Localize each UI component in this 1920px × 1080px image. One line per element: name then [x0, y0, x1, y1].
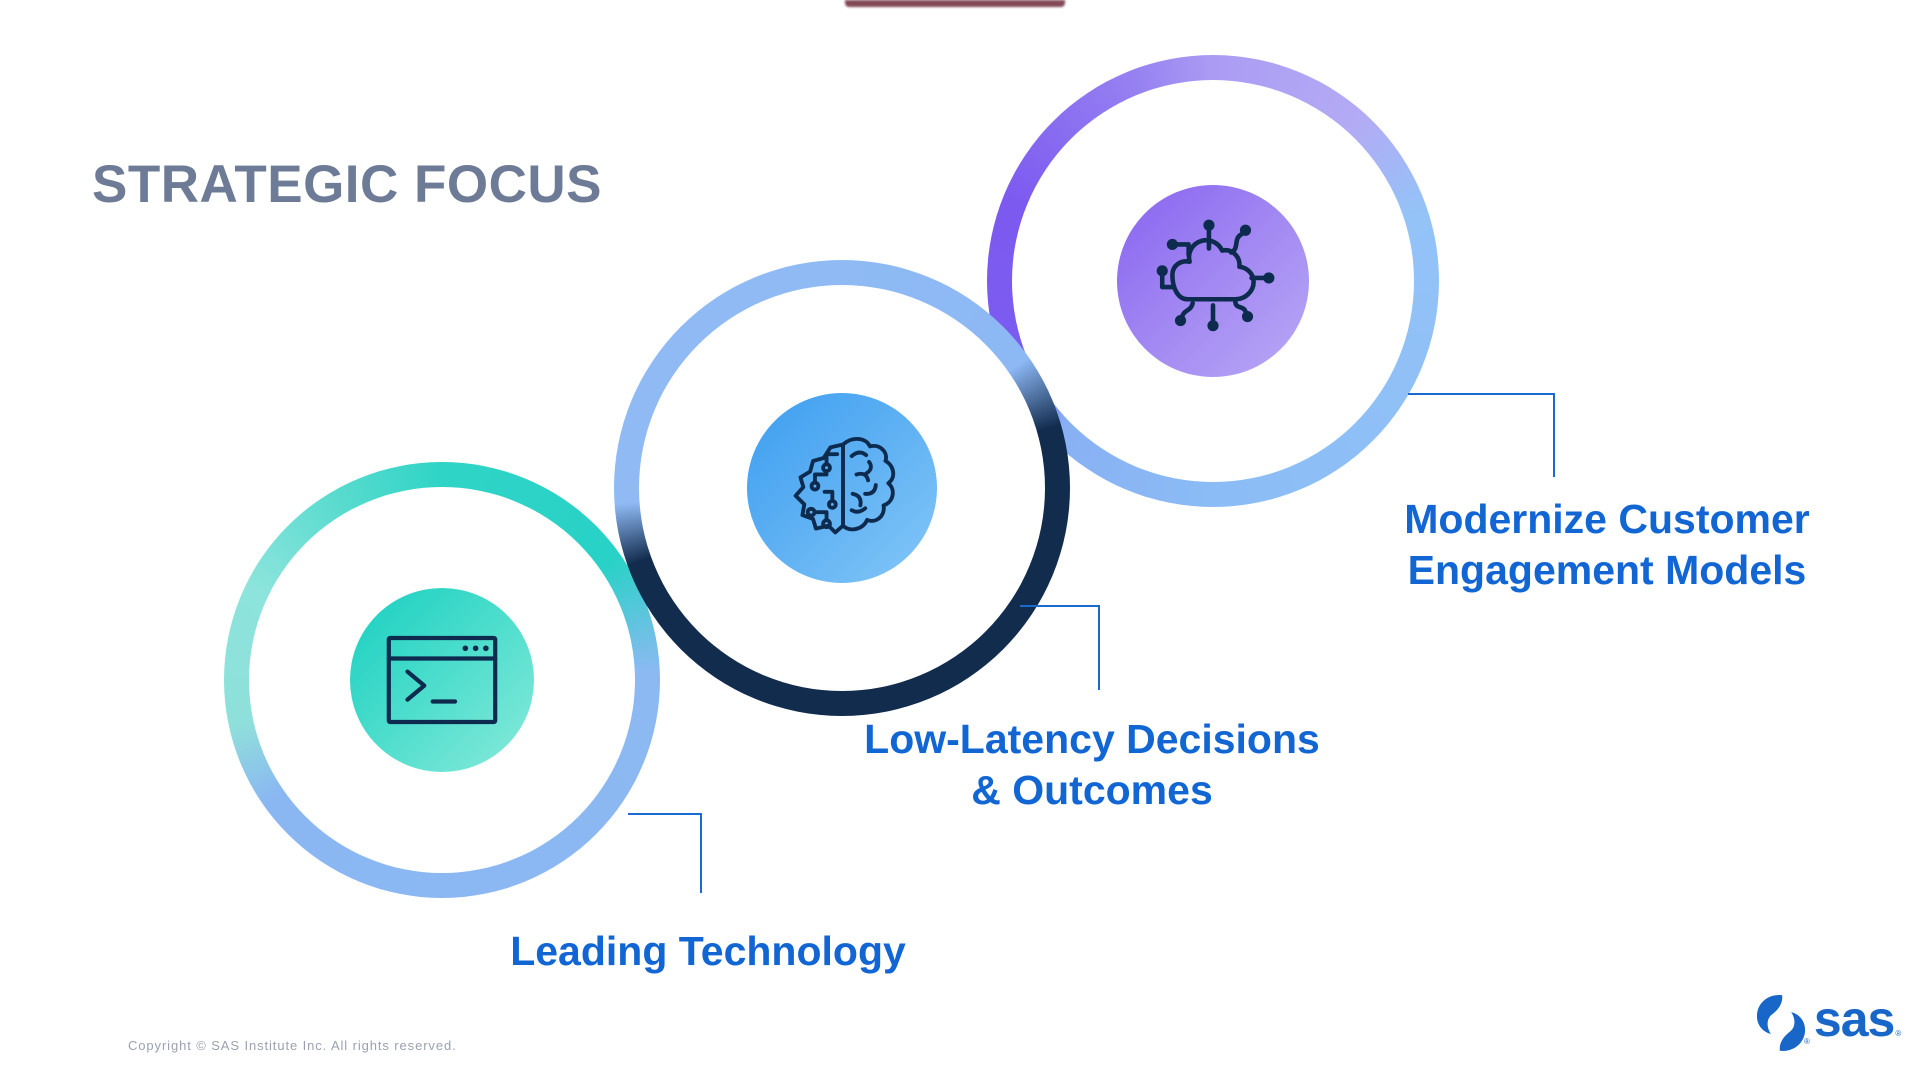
connector-low-latency-vertical [1098, 605, 1100, 690]
circle-low-latency [614, 260, 1070, 716]
circle-leading-technology [224, 462, 660, 898]
sas-logo: ® sas ® [1756, 991, 1902, 1054]
inner-disc-blue [747, 393, 937, 583]
connector-modernize-horizontal [1408, 393, 1555, 395]
top-red-bar [845, 0, 1065, 7]
connector-low-latency-horizontal [1020, 605, 1100, 607]
label-line: Low-Latency Decisions [864, 716, 1320, 762]
copyright-text: Copyright © SAS Institute Inc. All right… [128, 1038, 457, 1053]
label-low-latency: Low-Latency Decisions & Outcomes [832, 714, 1352, 817]
registered-mark: ® [1804, 1036, 1810, 1046]
label-line: & Outcomes [971, 767, 1213, 814]
inner-disc-teal [350, 588, 534, 772]
connector-modernize-vertical [1553, 393, 1555, 477]
registered-mark: ® [1895, 1028, 1902, 1038]
terminal-window-icon [386, 635, 498, 725]
cloud-network-icon [1156, 219, 1275, 332]
sas-wordmark: sas [1813, 991, 1895, 1047]
label-modernize-engagement: Modernize Customer Engagement Models [1347, 494, 1867, 597]
circle-modernize-engagement [987, 55, 1439, 507]
connector-leading-technology-horizontal [628, 813, 702, 815]
label-line: Engagement Models [1407, 547, 1807, 594]
page-title: STRATEGIC FOCUS [92, 154, 603, 214]
sas-swirl-icon [1756, 995, 1806, 1051]
connector-leading-technology-vertical [700, 813, 702, 893]
label-leading-technology: Leading Technology [448, 926, 968, 977]
label-line: Leading Technology [510, 928, 906, 974]
inner-disc-purple [1117, 185, 1309, 377]
brain-circuit-icon [793, 437, 896, 535]
label-line: Modernize Customer [1404, 496, 1810, 542]
